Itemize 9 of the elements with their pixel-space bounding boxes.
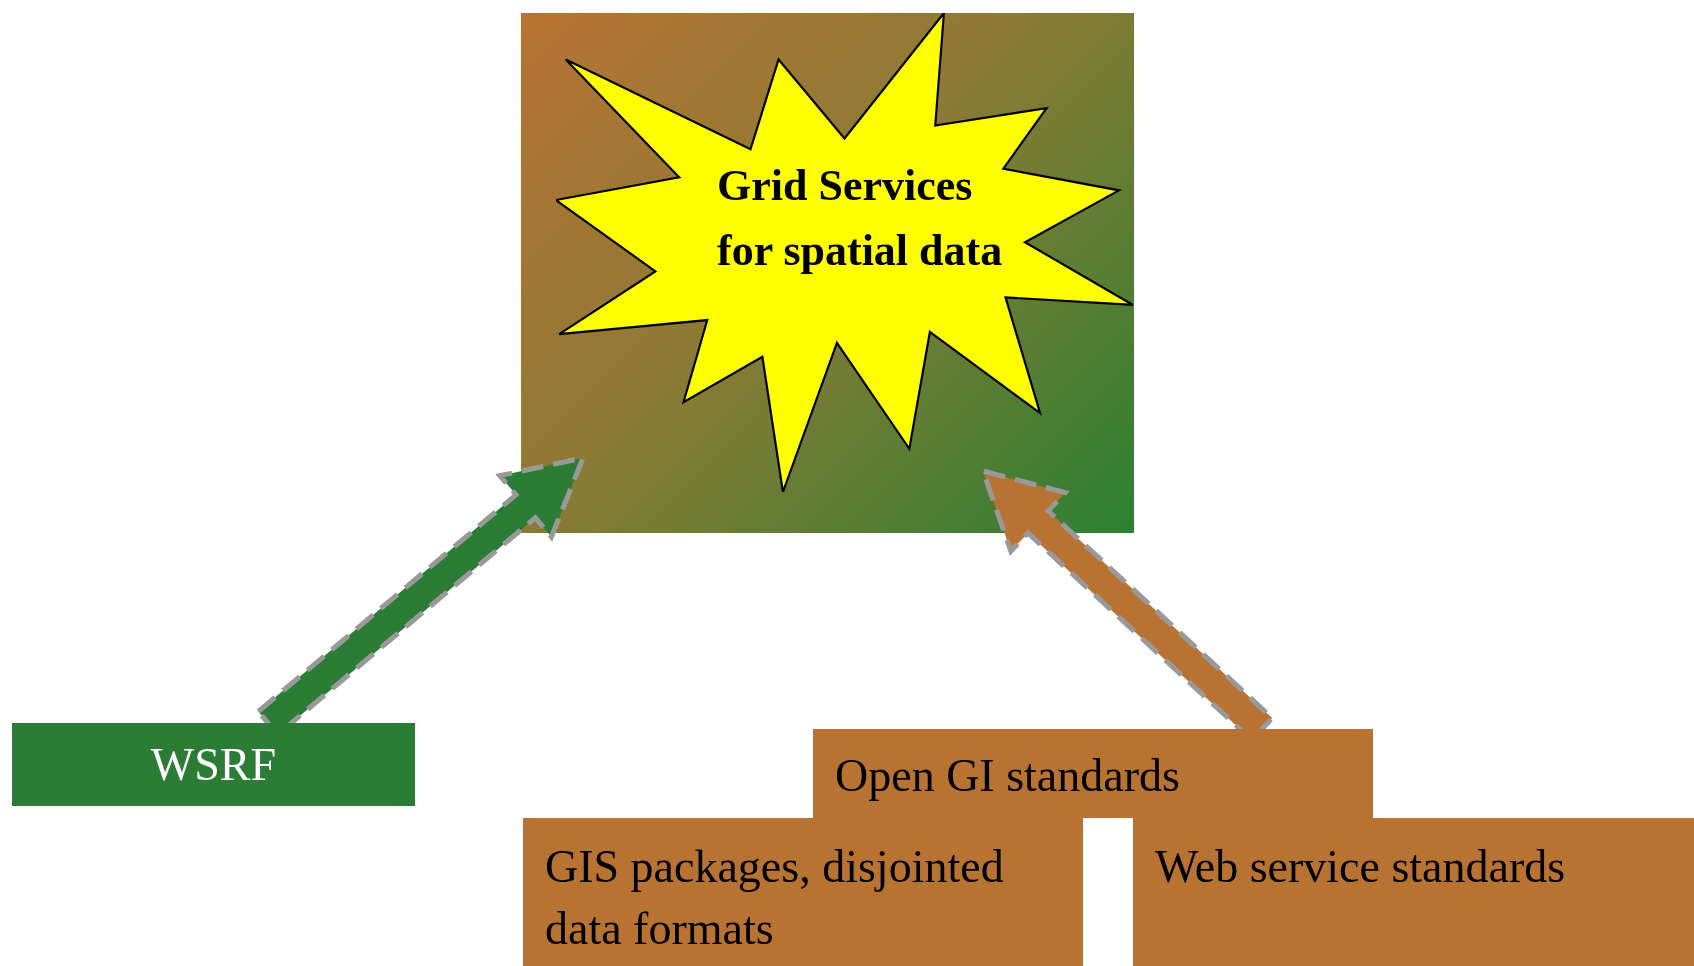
box-label: WSRF (150, 737, 277, 792)
box-label: Open GI standards (835, 749, 1180, 803)
standard-box (12, 723, 415, 806)
box-label: GIS packages, disjointed data formats (545, 840, 1005, 956)
standard-box (813, 729, 1373, 818)
star-label: Grid Services for spatial data (717, 160, 1004, 277)
box-label: Web service standards (1155, 840, 1566, 894)
standard-box (1133, 818, 1694, 966)
standard-box (523, 818, 1083, 966)
